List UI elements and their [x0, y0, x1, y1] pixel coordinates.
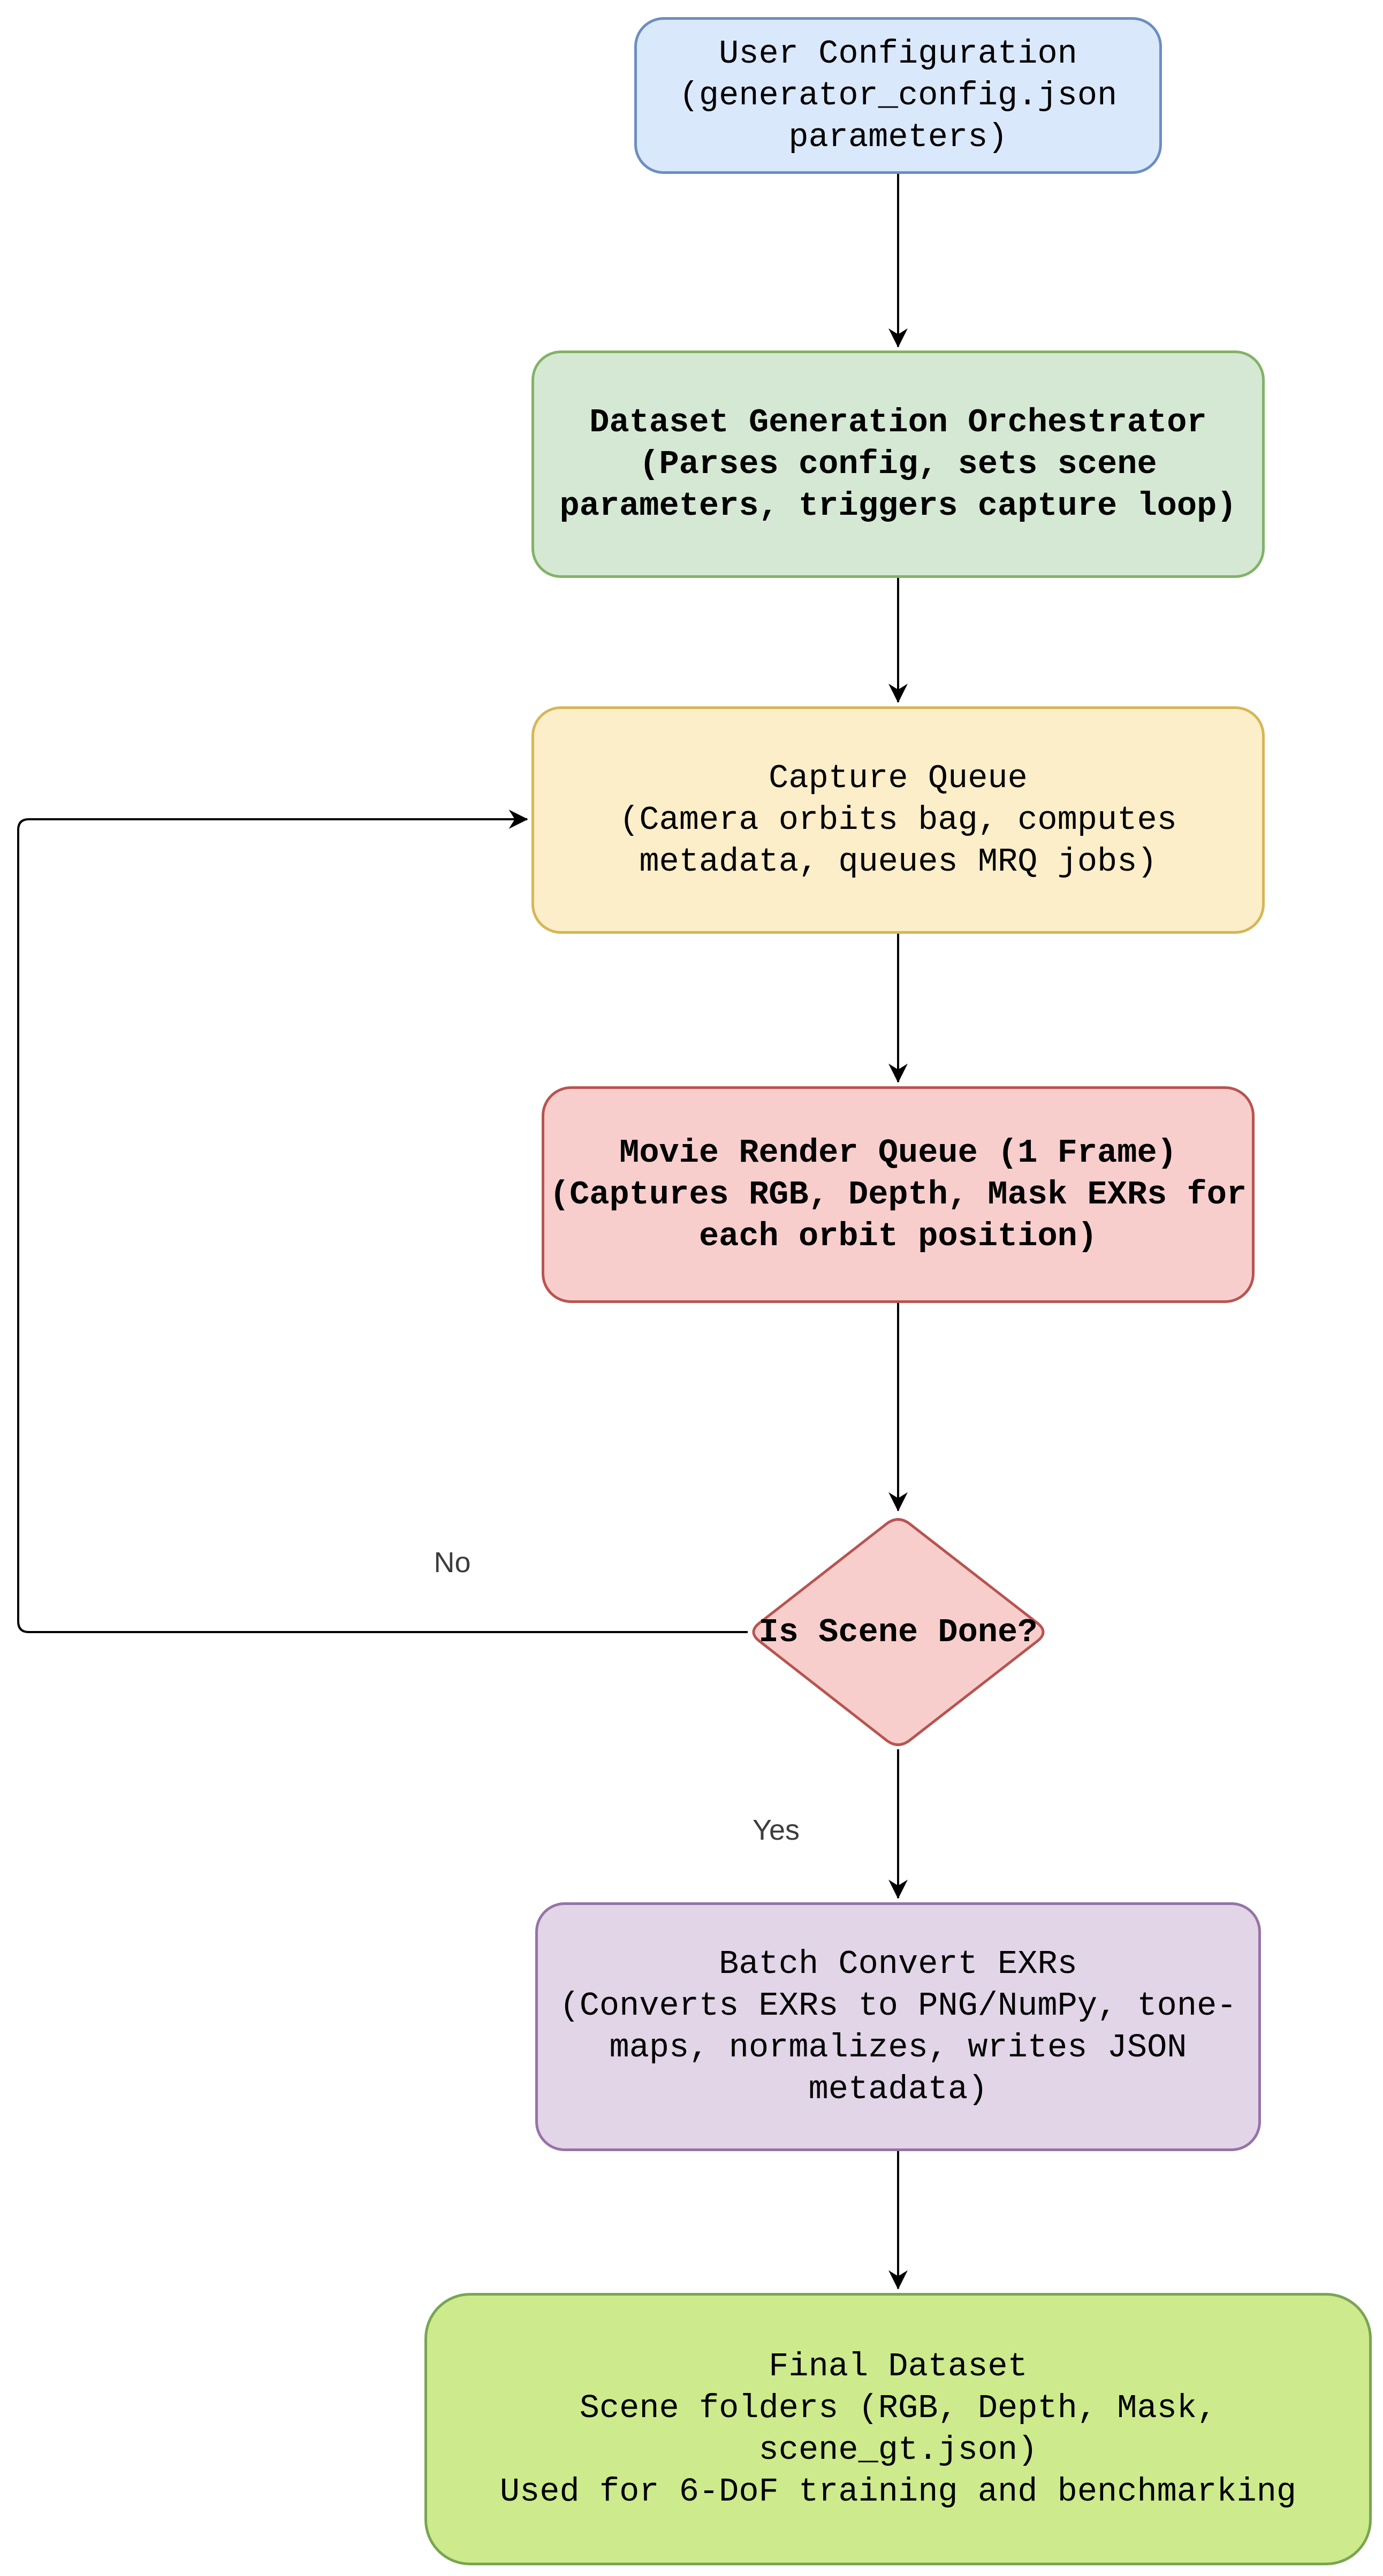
- node-text-line: Movie Render Queue (1 Frame): [619, 1133, 1177, 1172]
- node-text-line: Batch Convert EXRs: [719, 1945, 1077, 1983]
- node-user-configuration: User Configuration (generator_config.jso…: [634, 17, 1162, 174]
- node-text-line: Capture Queue: [769, 759, 1028, 797]
- node-is-scene-done-label: Is Scene Done?: [758, 1613, 1038, 1651]
- node-batch-convert-exrs: Batch Convert EXRs (Converts EXRs to PNG…: [535, 1902, 1261, 2151]
- node-dataset-generation-orchestrator: Dataset Generation Orchestrator (Parses …: [531, 350, 1265, 578]
- node-text-line: parameters): [788, 118, 1008, 156]
- node-text-line: scene_gt.json): [758, 2430, 1038, 2469]
- node-text-line: parameters, triggers capture loop): [559, 486, 1237, 525]
- decision-diamond-shape: [752, 1518, 1045, 1746]
- node-text-line: maps, normalizes, writes JSON: [609, 2028, 1187, 2067]
- edge-label-yes: Yes: [752, 1814, 800, 1846]
- node-text-line: (Converts EXRs to PNG/NumPy, tone-: [559, 1986, 1237, 2025]
- node-text-line: User Configuration: [719, 34, 1077, 73]
- node-text-line: Final Dataset: [769, 2347, 1028, 2386]
- edge-decision-no-loop-to-capture-queue: [17, 810, 748, 1633]
- node-text-line: Scene folders (RGB, Depth, Mask,: [579, 2389, 1217, 2427]
- edge-label-no: No: [434, 1546, 471, 1579]
- node-text-line: metadata): [808, 2070, 988, 2108]
- node-text-line: (Parses config, sets scene: [639, 445, 1157, 483]
- node-text-line: (generator_config.json: [679, 76, 1118, 115]
- node-final-dataset: Final Dataset Scene folders (RGB, Depth,…: [424, 2293, 1372, 2565]
- node-text-line: metadata, queues MRQ jobs): [639, 842, 1157, 881]
- node-capture-queue: Capture Queue (Camera orbits bag, comput…: [531, 706, 1265, 934]
- node-text-line: Dataset Generation Orchestrator: [589, 403, 1207, 441]
- node-text-line: Used for 6-DoF training and benchmarking: [499, 2472, 1297, 2511]
- node-movie-render-queue: Movie Render Queue (1 Frame) (Captures R…: [542, 1086, 1255, 1303]
- node-text-line: each orbit position): [698, 1217, 1098, 1255]
- node-text-line: (Captures RGB, Depth, Mask EXRs for: [549, 1175, 1247, 1214]
- node-text-line: (Camera orbits bag, computes: [619, 801, 1177, 839]
